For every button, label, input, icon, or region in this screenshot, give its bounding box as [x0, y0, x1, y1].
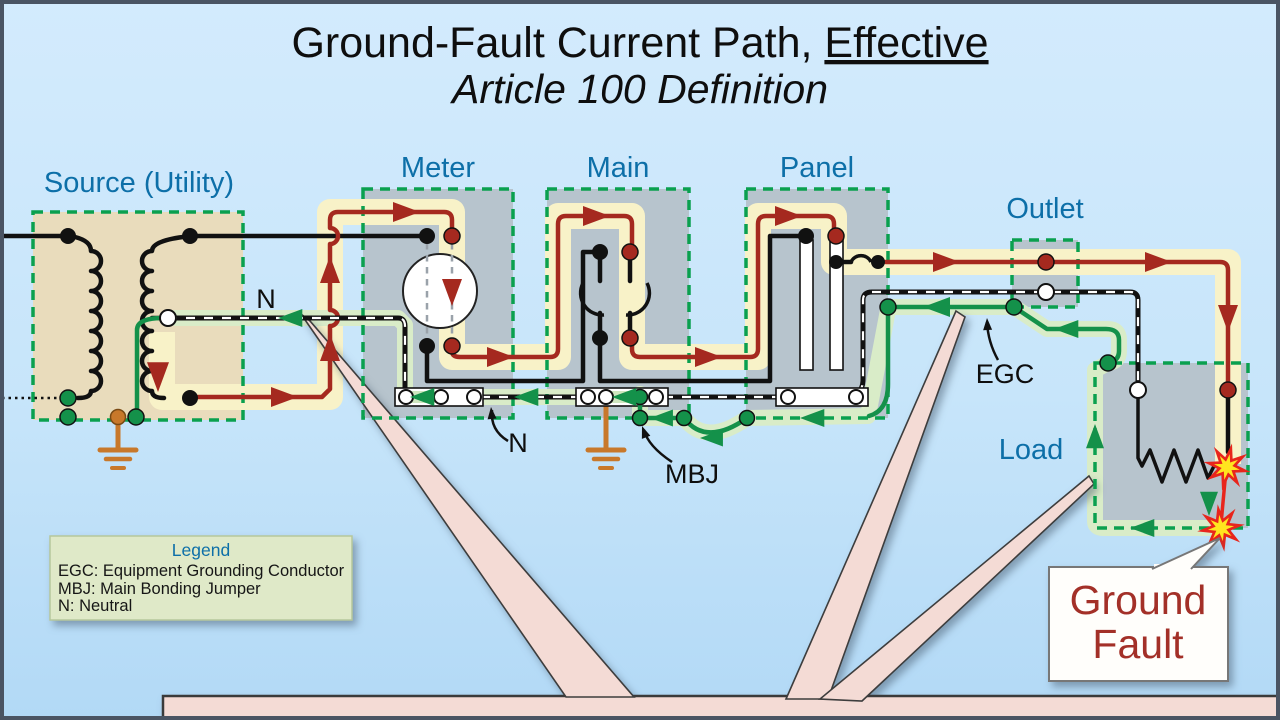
neutral-conductor [168, 289, 1141, 400]
neutral-label-bus: N [508, 428, 528, 458]
egc-label: EGC [976, 359, 1035, 389]
main-breaker [578, 252, 652, 344]
legend: Legend EGC: Equipment Grounding Conducto… [49, 535, 353, 621]
connection-dots [59, 227, 1237, 427]
neutral-label-source: N [256, 284, 276, 314]
load-resistor [1136, 396, 1224, 484]
main-label: Main [587, 152, 650, 184]
annotation-labels: N N MBJ EGC [256, 284, 1034, 489]
ground-fault-callout: Ground Fault [1048, 537, 1229, 682]
panel-label: Panel [780, 152, 854, 184]
ground-fault-text-1: Ground [1070, 577, 1207, 623]
grounding-electrode-source [97, 417, 139, 470]
callout-beam-load [817, 474, 1096, 702]
legend-item-egc: EGC: Equipment Grounding Conductor [58, 562, 345, 580]
grounding-electrode-main [585, 403, 627, 470]
meter-disc [402, 253, 478, 329]
section-labels: Source (Utility) Meter Main Panel Outlet… [44, 152, 1084, 466]
meter-label: Meter [401, 152, 475, 184]
legend-item-mbj: MBJ: Main Bonding Jumper [58, 580, 261, 598]
outlet-label: Outlet [1006, 193, 1083, 225]
ground-fault-text-2: Fault [1092, 621, 1184, 667]
source-label: Source (Utility) [44, 167, 234, 199]
mbj-label: MBJ [665, 459, 719, 489]
legend-title: Legend [172, 540, 230, 560]
page-subtitle: Article 100 Definition [449, 66, 828, 112]
page-title: Ground-Fault Current Path, Effective [291, 19, 988, 67]
load-label: Load [999, 434, 1064, 466]
title: Ground-Fault Current Path, Effective Art… [291, 19, 988, 112]
legend-item-n: N: Neutral [58, 597, 132, 615]
panel-bus-bars [799, 239, 873, 371]
